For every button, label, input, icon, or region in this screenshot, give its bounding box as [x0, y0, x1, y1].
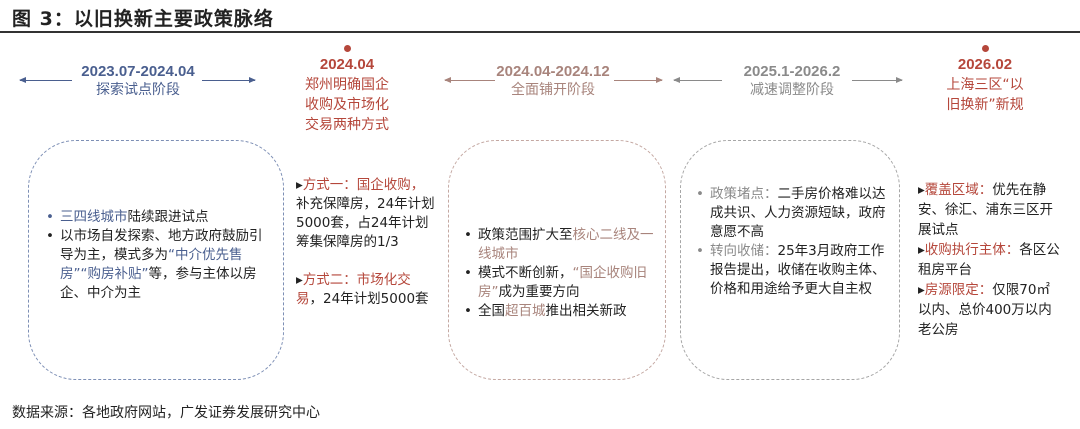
source-note: 数据来源：各地政府网站，广发证券发展研究中心	[12, 405, 320, 421]
arrow-right-icon	[852, 77, 903, 83]
rule-item: ▸收购执行主体：各区公租房平台	[918, 242, 1060, 278]
explore-box	[28, 140, 284, 380]
text: 仅限70㎡以内、总价400万以内老公房	[918, 282, 1052, 338]
highlight: 转向收储：	[710, 243, 778, 259]
text: 各区公租房平台	[918, 242, 1060, 278]
milestone-shanghai: 2026.02 上海三区“以 旧换新”新规	[865, 55, 1080, 115]
method-item: ▸方式二：市场化交易，24年计划5000套	[296, 272, 429, 307]
figure-title: 图 3：以旧换新主要政策脉络	[12, 8, 274, 30]
stage-period: 2025.1-2026.2	[743, 63, 841, 80]
explore-bullets: 三四线城市陆续跟进试点 以市场自发探索、地方政府鼓励引导为主，模式多为“中介优先…	[44, 208, 269, 303]
stage-period: 2023.07-2024.04	[81, 63, 195, 80]
bullet-item: 三四线城市陆续跟进试点	[44, 208, 269, 227]
stage-label: 全面铺开阶段	[511, 82, 595, 98]
title-divider	[0, 31, 1080, 33]
milestone-line: 交易两种方式	[305, 117, 389, 133]
stage-explore: 2023.07-2024.04 探索试点阶段	[18, 62, 258, 100]
bullet-item: 模式不断创新，“国企收购旧房”成为重要方向	[462, 264, 657, 302]
stage-rollout: 2024.04-2024.12 全面铺开阶段	[433, 62, 673, 100]
arrow-left-icon	[19, 77, 72, 83]
text: 等，参与主体以房企、中介为主	[60, 266, 257, 301]
text: 25年3月政府工作报告提出，收储在收购主体、价格和用途给予更大自主权	[710, 243, 886, 297]
milestone-dot-icon	[344, 45, 351, 52]
arrow-left-icon	[673, 77, 722, 83]
bullet-item: 全国超百城推出相关新政	[462, 302, 657, 321]
shanghai-rules: ▸覆盖区域：优先在静安、徐汇、浦东三区开展试点 ▸收购执行主体：各区公租房平台 …	[918, 180, 1060, 340]
rule-item: ▸房源限定：仅限70㎡以内、总价400万以内老公房	[918, 282, 1052, 338]
stage-slowdown: 2025.1-2026.2 减速调整阶段	[672, 62, 912, 100]
arrow-right-icon	[202, 77, 256, 83]
stage-label: 探索试点阶段	[96, 82, 180, 98]
highlight: 覆盖区域：	[924, 182, 993, 198]
text: 陆续跟进试点	[127, 209, 209, 225]
stage-label: 减速调整阶段	[750, 82, 834, 98]
text: 以市场自发探索、地方政府鼓励引导为主，模式多为	[60, 228, 263, 263]
arrow-right-icon	[614, 77, 663, 83]
bullet-item: 以市场自发探索、地方政府鼓励引导为主，模式多为“中介优先售房”“购房补贴”等，参…	[44, 227, 269, 303]
highlight: 三四线城市	[60, 209, 128, 225]
milestone-line: 旧换新”新规	[946, 97, 1024, 113]
highlight: 政策堵点：	[710, 186, 778, 202]
highlight: 方式二：市场化交易	[296, 272, 411, 307]
bullet-item: 政策堵点：二手房价格难以达成共识、人力资源短缺，政府意愿不高	[694, 185, 890, 242]
highlight: 超百城	[505, 303, 546, 319]
text: 全国	[478, 303, 505, 319]
highlight: 核心二线及一线城市	[478, 227, 654, 262]
milestone-date: 2026.02	[957, 56, 1013, 73]
milestone-line: 收购及市场化	[305, 97, 389, 113]
text: 二手房价格难以达成共识、人力资源短缺，政府意愿不高	[710, 186, 886, 240]
highlight: “国企收购旧房”	[478, 265, 647, 300]
text: 政策范围扩大至	[478, 227, 573, 243]
zhengzhou-methods: ▸方式一：国企收购，补充保障房，24年计划5000套，占24年计划筹集保障房的1…	[296, 176, 436, 309]
slowdown-bullets: 政策堵点：二手房价格难以达成共识、人力资源短缺，政府意愿不高 转向收储：25年3…	[694, 185, 890, 299]
rollout-bullets: 政策范围扩大至核心二线及一线城市 模式不断创新，“国企收购旧房”成为重要方向 全…	[462, 226, 657, 321]
rule-item: ▸覆盖区域：优先在静安、徐汇、浦东三区开展试点	[918, 182, 1053, 238]
bullet-item: 转向收储：25年3月政府工作报告提出，收储在收购主体、价格和用途给予更大自主权	[694, 242, 890, 299]
milestone-date: 2024.04	[319, 56, 375, 73]
milestone-line: 郑州明确国企	[305, 77, 389, 93]
highlight: 方式一：国企收购，	[302, 177, 425, 193]
text: 优先在静安、徐汇、浦东三区开展试点	[918, 182, 1053, 238]
stage-period: 2024.04-2024.12	[496, 63, 610, 80]
highlight: 收购执行主体：	[924, 242, 1020, 258]
arrow-left-icon	[444, 77, 495, 83]
milestone-line: 上海三区“以	[946, 77, 1024, 93]
method-item: ▸方式一：国企收购，补充保障房，24年计划5000套，占24年计划筹集保障房的1…	[296, 177, 435, 250]
highlight: 房源限定：	[924, 282, 993, 298]
text: 推出相关新政	[545, 303, 627, 319]
milestone-zhengzhou: 2024.04 郑州明确国企 收购及市场化 交易两种方式	[227, 55, 467, 135]
text: 补充保障房，24年计划5000套，占24年计划筹集保障房的1/3	[296, 196, 435, 250]
text: 成为重要方向	[498, 284, 580, 300]
slowdown-box	[680, 140, 900, 380]
rollout-box	[448, 140, 666, 380]
text: ，24年计划5000套	[309, 291, 429, 307]
highlight: “中介优先售房”“购房补贴”	[60, 247, 243, 282]
text: 模式不断创新，	[478, 265, 573, 281]
milestone-dot-icon	[982, 45, 989, 52]
bullet-item: 政策范围扩大至核心二线及一线城市	[462, 226, 657, 264]
